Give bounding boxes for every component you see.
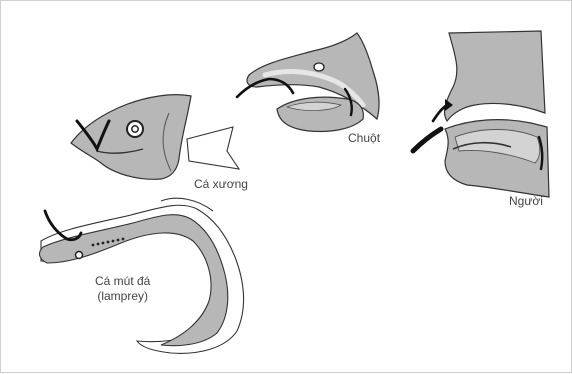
label-lamprey: Cá mút đá (lamprey) (95, 274, 150, 304)
label-rat: Chuột (348, 131, 380, 146)
rat-eye (314, 63, 324, 71)
label-lamprey-line2: (lamprey) (95, 289, 150, 304)
lamprey-eye (76, 252, 83, 259)
bony-fish-fin (187, 127, 239, 169)
human-mouth-arrow (413, 129, 441, 151)
label-lamprey-line1: Cá mút đá (95, 274, 150, 289)
human-head-section (413, 31, 549, 197)
human-upper-head (445, 31, 545, 121)
label-bony-fish: Cá xương (194, 177, 248, 192)
bony-fish-head (71, 95, 239, 180)
label-human: Người (509, 194, 543, 209)
rat-head (237, 33, 379, 132)
bony-fish-pupil (132, 126, 138, 132)
